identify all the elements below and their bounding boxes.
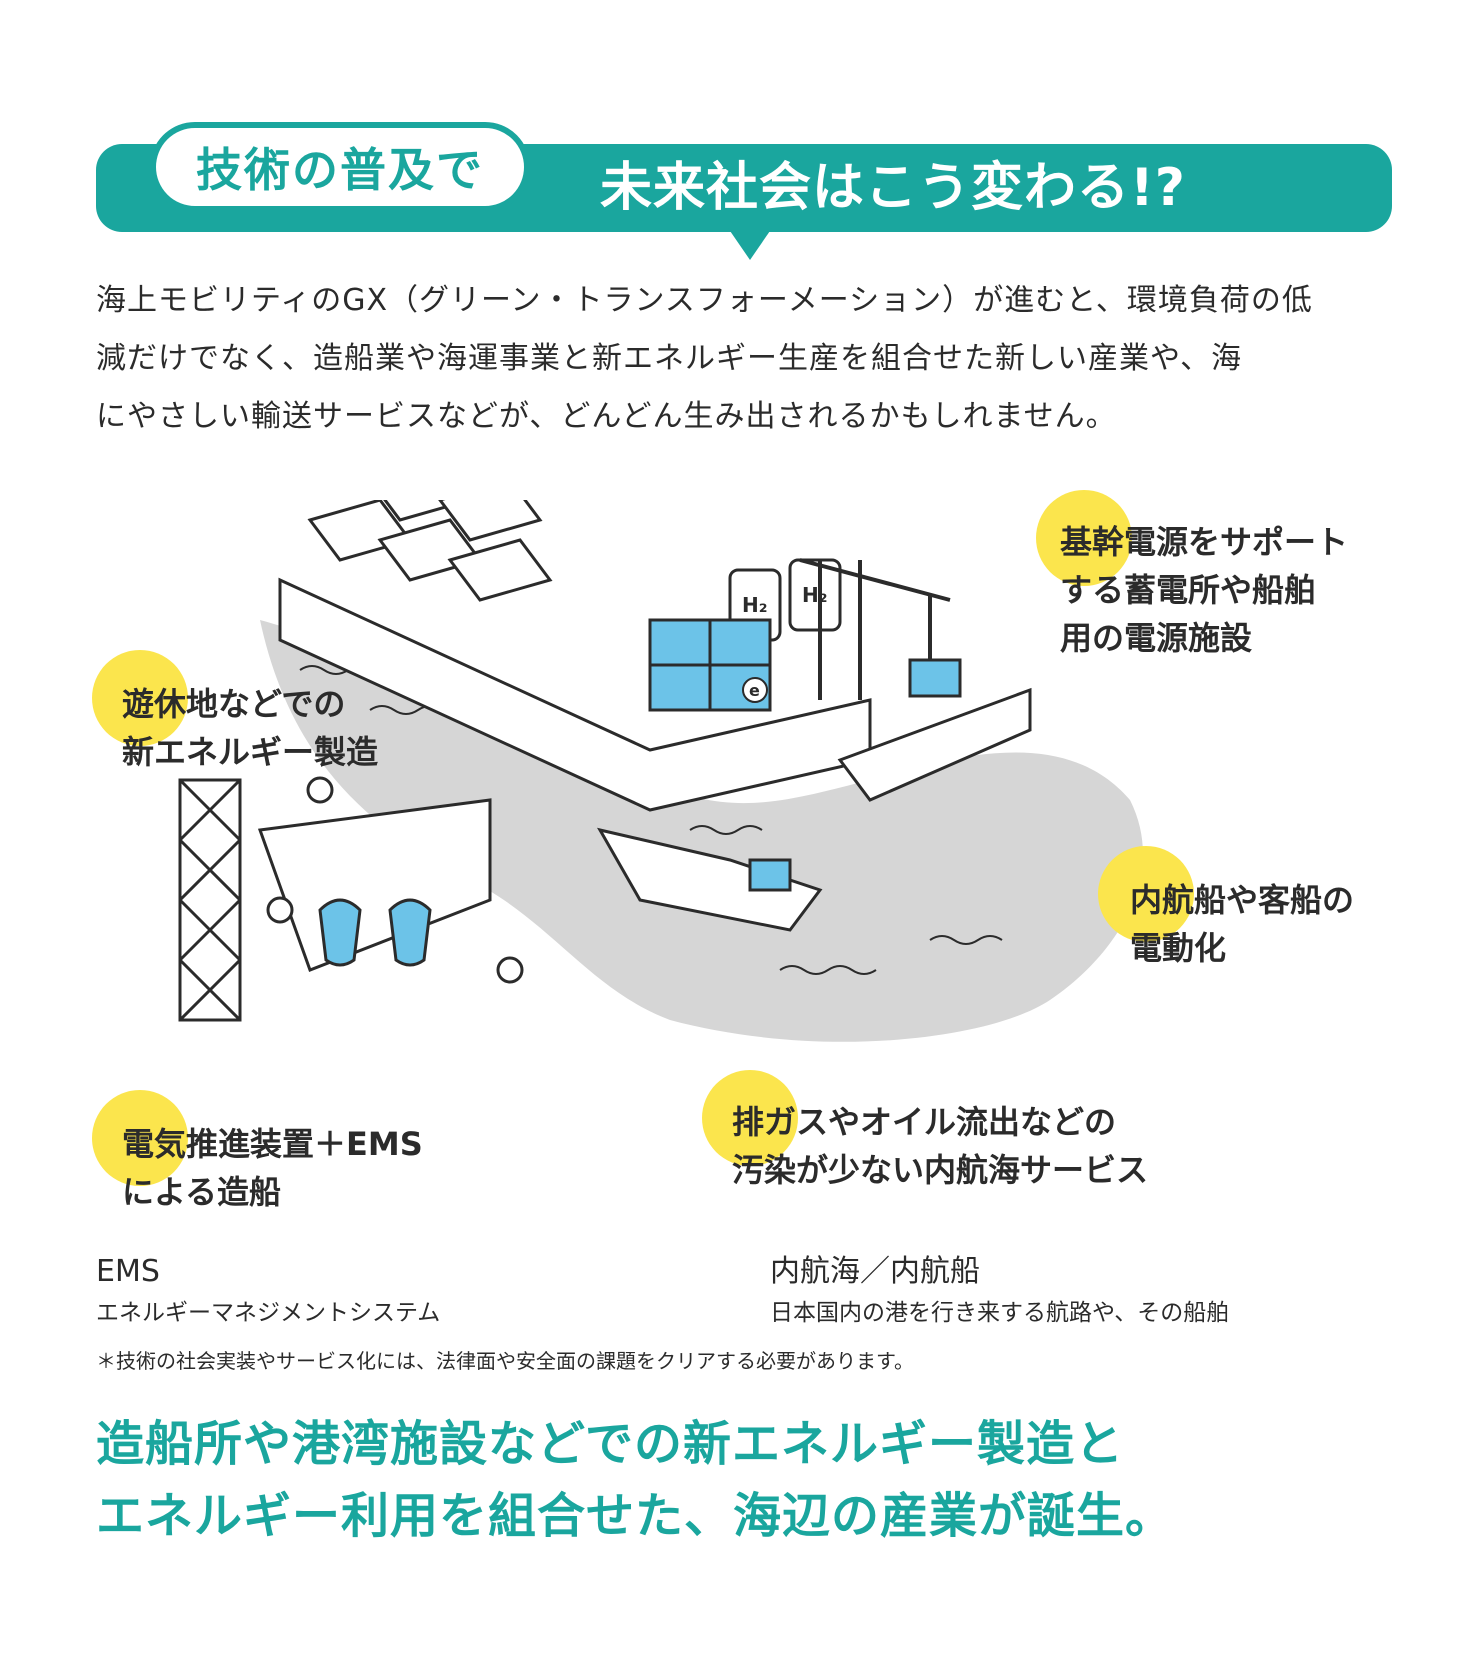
closing-headline: 造船所や港湾施設などでの新エネルギー製造と エネルギー利用を組合せた、海辺の産業…	[96, 1408, 1416, 1552]
hull-under-construction	[257, 798, 492, 972]
callout-clean-coastal-service: 排ガスやオイル流出などの 汚染が少ない内航海サービス	[732, 1098, 1252, 1194]
scaffold-brace	[178, 778, 242, 1022]
solar-panel	[447, 538, 553, 602]
intro-paragraph: 海上モビリティのGX（グリーン・トランスフォーメーション）が進むと、環境負荷の低…	[96, 272, 1396, 446]
banner-tail	[728, 228, 772, 260]
callout-ship-electrification: 内航船や客船の 電動化	[1130, 876, 1410, 972]
glossary-def-ems: エネルギーマネジメントシステム	[96, 1300, 441, 1326]
callout-dot	[1036, 490, 1132, 586]
closing-line: エネルギー利用を組合せた、海辺の産業が誕生。	[96, 1488, 1175, 1544]
cargo-ship	[837, 687, 1032, 802]
crane-beam	[799, 558, 951, 602]
workers	[266, 776, 524, 984]
worker-head	[266, 896, 294, 924]
scaffold-frame	[178, 778, 242, 1022]
ship-container	[748, 858, 792, 892]
battery-containers	[648, 618, 772, 712]
callout-dot	[92, 1090, 188, 1186]
wave-line	[929, 935, 1003, 945]
callout-line: 用の電源施設	[1060, 619, 1253, 657]
container	[648, 618, 712, 667]
callout-line: 新エネルギー製造	[122, 733, 379, 771]
lifted-container	[908, 658, 962, 698]
port-crane	[799, 558, 951, 700]
callout-line: 電動化	[1130, 929, 1227, 967]
solar-panels	[307, 500, 553, 602]
closing-line: 造船所や港湾施設などでの新エネルギー製造と	[96, 1416, 1125, 1472]
callout-line: 内航船や客船の	[1130, 881, 1355, 919]
worker-head	[496, 956, 524, 984]
callout-line: 基幹電源をサポート	[1060, 523, 1349, 561]
wave-line	[779, 965, 877, 975]
intro-line: にやさしい輸送サービスなどが、どんどん生み出されるかもしれません。	[96, 399, 1117, 434]
passenger-ship	[596, 827, 823, 932]
hydrogen-mark: H₂	[802, 583, 828, 607]
callout-dot	[1098, 846, 1194, 942]
container-mark: e	[749, 681, 760, 700]
container	[648, 663, 712, 712]
intro-line: 海上モビリティのGX（グリーン・トランスフォーメーション）が進むと、環境負荷の低	[96, 283, 1313, 318]
callout-dot	[92, 650, 188, 746]
callout-line: 電気推進装置＋EMS	[122, 1125, 423, 1163]
callout-line: 遊休地などでの	[122, 685, 346, 723]
electric-propulsion-units	[318, 898, 432, 967]
callout-line: する蓄電所や船舶	[1060, 571, 1317, 609]
callout-new-energy-production: 遊休地などでの 新エネルギー製造	[122, 680, 452, 776]
glossary-term-naikou: 内航海／内航船	[770, 1254, 980, 1289]
shipyard-scaffold	[178, 778, 242, 1022]
hydrogen-mark: H₂	[742, 593, 768, 617]
wave-line	[689, 825, 763, 835]
propulsion-unit	[388, 898, 432, 967]
solar-panel	[438, 500, 543, 542]
container	[708, 618, 772, 667]
harbor-illustration: H₂ H₂ e	[178, 500, 1143, 1042]
glossary-term-ems: EMS	[96, 1254, 160, 1289]
callout-line: による造船	[122, 1173, 282, 1211]
wave-lines	[299, 665, 1003, 975]
callout-dot	[702, 1070, 798, 1166]
header-badge: 技術の普及で	[150, 122, 530, 212]
worker-head	[306, 776, 334, 804]
container-mark-circle	[742, 677, 768, 703]
intro-line: 減だけでなく、造船業や海運事業と新エネルギー生産を組合せた新しい産業や、海	[96, 341, 1243, 376]
callout-shipbuilding-ems: 電気推進装置＋EMS による造船	[122, 1120, 482, 1216]
propulsion-unit	[318, 898, 362, 967]
tank	[788, 558, 842, 632]
footnote: ＊技術の社会実装やサービス化には、法律面や安全面の課題をクリアする必要があります…	[96, 1349, 914, 1373]
callout-power-support: 基幹電源をサポート する蓄電所や船舶 用の電源施設	[1060, 518, 1420, 662]
glossary-def-naikou: 日本国内の港を行き来する航路や、その船舶	[770, 1300, 1230, 1326]
callout-line: 汚染が少ない内航海サービス	[732, 1151, 1149, 1189]
page-title: 未来社会はこう変わる!?	[600, 158, 1186, 218]
callout-line: 排ガスやオイル流出などの	[732, 1103, 1117, 1141]
